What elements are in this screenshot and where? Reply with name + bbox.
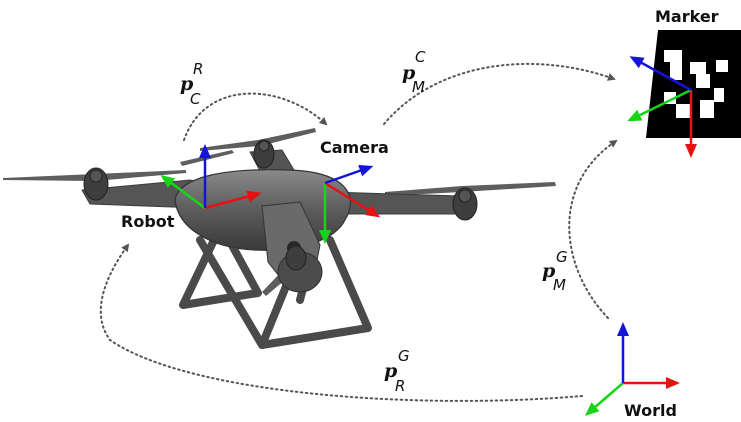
- robot-x-axis: [204, 190, 262, 210]
- arrow-world-to-robot: [99, 243, 583, 402]
- drone-illustration: [3, 128, 556, 349]
- svg-text:R: R: [395, 377, 405, 395]
- marker-label: Marker: [655, 7, 719, 26]
- svg-text:p: p: [384, 360, 398, 382]
- marker-z-axis: [629, 56, 692, 92]
- motors: [83, 139, 478, 271]
- aruco-marker: [646, 30, 741, 138]
- robot-y-axis: [160, 174, 206, 210]
- svg-text:R: R: [193, 60, 203, 78]
- symbol-p-C-R: p R C: [180, 60, 203, 108]
- camera-frame: [319, 165, 381, 244]
- transform-arrows: [99, 62, 618, 402]
- camera-z-axis: [324, 165, 374, 185]
- camera-x-axis: [324, 181, 381, 218]
- arrow-world-to-marker: [568, 139, 618, 319]
- symbol-p-R-G: p G R: [384, 347, 410, 395]
- svg-text:C: C: [415, 48, 426, 66]
- arrow-robot-to-camera: [183, 92, 328, 141]
- robot-label: Robot: [121, 212, 175, 231]
- svg-text:M: M: [412, 78, 425, 96]
- svg-text:G: G: [556, 248, 568, 266]
- symbol-p-M-G: p G M: [542, 248, 568, 294]
- drone-body: [174, 169, 351, 293]
- robot-frame: [160, 144, 262, 210]
- landing-gear: [179, 234, 372, 349]
- svg-text:p: p: [542, 260, 556, 282]
- camera-label: Camera: [320, 138, 389, 157]
- world-y-axis: [584, 382, 624, 416]
- svg-text:C: C: [190, 90, 201, 108]
- arrow-camera-to-marker: [383, 62, 616, 125]
- marker-y-axis: [627, 88, 692, 122]
- svg-text:M: M: [553, 276, 566, 294]
- world-label: World: [624, 401, 677, 420]
- symbol-p-M-C: p C M: [402, 48, 426, 96]
- world-frame: [584, 322, 680, 416]
- marker-frame: [627, 56, 697, 158]
- svg-text:p: p: [402, 62, 416, 84]
- svg-text:G: G: [398, 347, 410, 365]
- svg-text:p: p: [180, 73, 194, 95]
